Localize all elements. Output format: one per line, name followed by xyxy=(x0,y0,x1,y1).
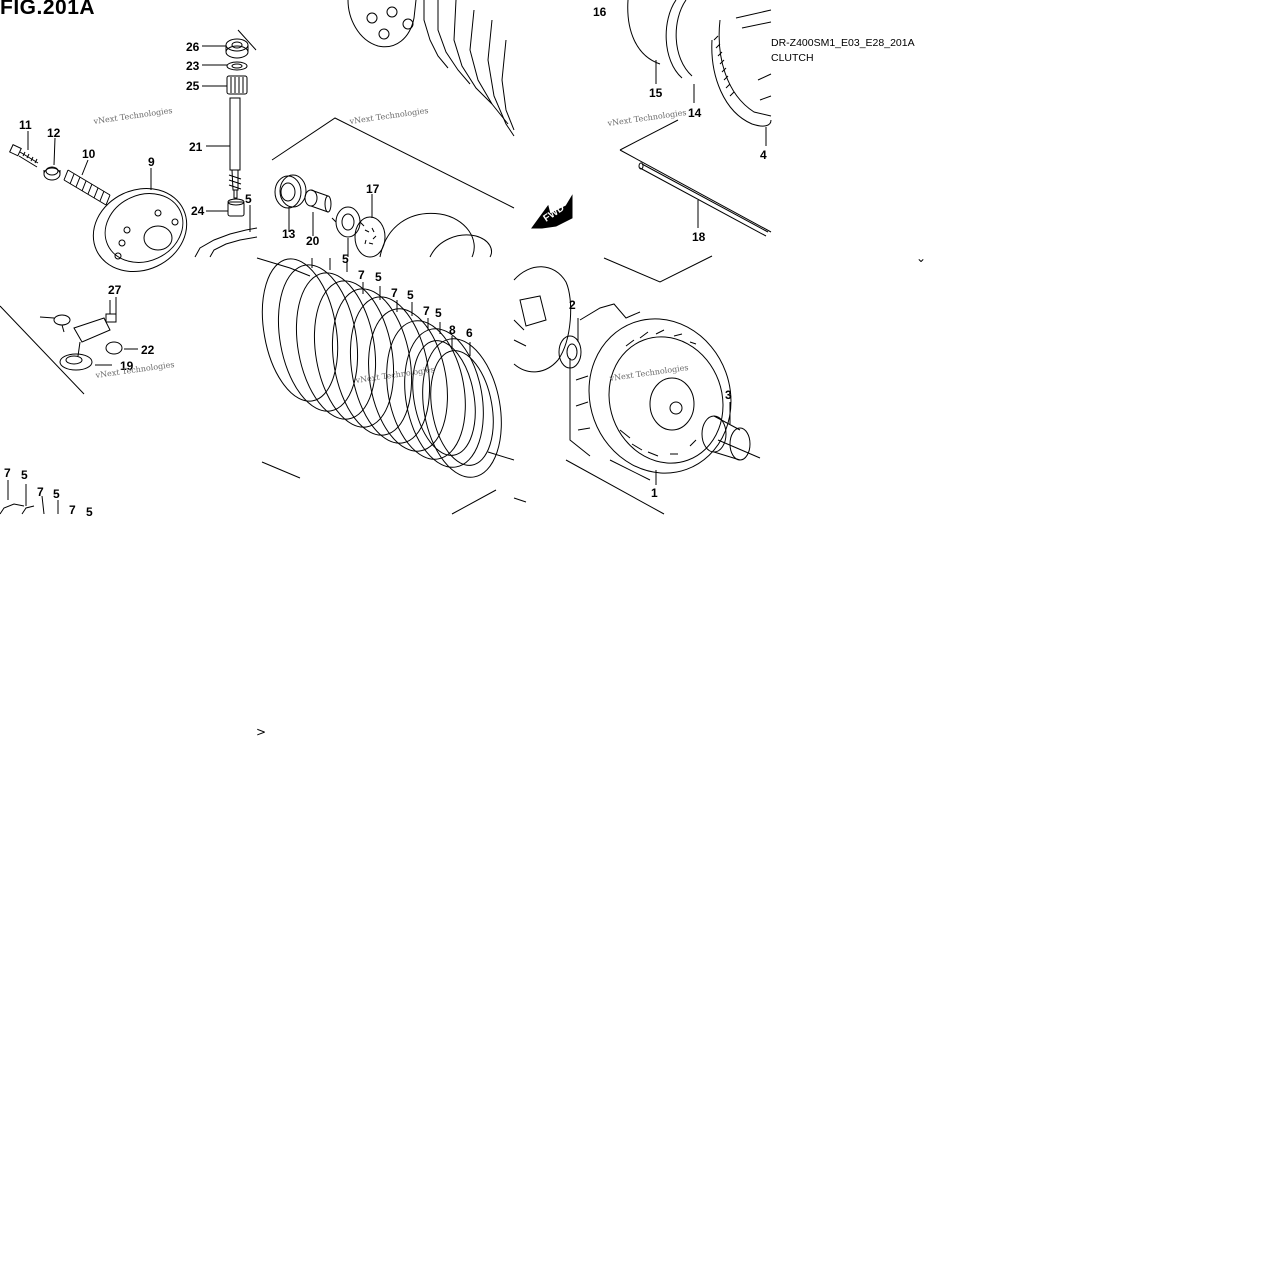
callout-5d: 5 xyxy=(86,505,93,519)
callout-4: 4 xyxy=(760,148,767,162)
o-ring-14 xyxy=(627,0,661,65)
primary-driven-gear-assembly-1 xyxy=(569,303,732,481)
callout-20: 21 xyxy=(189,140,203,154)
primary-driven-gear-4 xyxy=(711,9,772,127)
clutch-sleeve-hub-partial-2 xyxy=(513,266,572,373)
release-arm-21 xyxy=(73,317,123,357)
assembly-guide-line-2 xyxy=(603,119,772,283)
lock-washer-16 xyxy=(354,216,386,258)
callout-11: 12 xyxy=(47,126,61,140)
callout-24: 25 xyxy=(186,79,200,93)
callout-7g: 8 xyxy=(449,323,456,337)
callout-8: 9 xyxy=(148,155,155,169)
clutch-cover-tile xyxy=(271,0,515,258)
callout-17: 18 xyxy=(692,230,706,244)
pressure-plate-8 xyxy=(92,187,188,273)
section-name: CLUTCH xyxy=(771,52,814,64)
callout-15: 16 xyxy=(593,5,607,19)
washer-18 xyxy=(59,353,93,371)
o-ring-13 xyxy=(665,0,693,79)
bearing-12 xyxy=(274,174,307,209)
callout-26: 27 xyxy=(108,283,122,297)
figure-info: DR-Z400SM1_E03_E28_201A CLUTCH xyxy=(771,36,915,66)
callout-6: 6 xyxy=(466,326,473,340)
watermark: vNext Technologies xyxy=(92,106,173,126)
callout-7f: 7 xyxy=(423,304,430,318)
clutch-sleeve-hub-partial xyxy=(347,0,417,48)
callout-18: 19 xyxy=(120,359,134,373)
callout-23: 24 xyxy=(191,204,205,218)
assembly-guide-line-4 xyxy=(256,257,311,277)
needle-bearing-24 xyxy=(226,75,248,95)
callout-5a: 5 xyxy=(245,192,252,206)
callout-3: 3 xyxy=(725,388,732,402)
fwd-arrow xyxy=(531,194,573,229)
callout-7b: 7 xyxy=(37,485,44,499)
callout-7e: 7 xyxy=(391,286,398,300)
callout-22: 23 xyxy=(186,59,200,73)
release-arm-tile xyxy=(0,297,138,515)
clutch-plate-stack xyxy=(261,258,502,478)
nut-15 xyxy=(331,206,365,238)
bolt-washer-11 xyxy=(43,166,61,181)
callout-7a: 7 xyxy=(4,466,11,480)
callout-25: 26 xyxy=(186,40,200,54)
clutch-spring-9 xyxy=(63,169,111,206)
callout-7d: 7 xyxy=(358,268,365,282)
callout-10: 11 xyxy=(19,118,32,132)
primary-gear-tile xyxy=(531,0,772,283)
clutch-plates-partial-top xyxy=(423,0,515,137)
chevron-down-mark: ⌄ xyxy=(916,251,926,265)
bearing-25 xyxy=(225,29,257,59)
figure-title: FIG.201A xyxy=(0,0,96,19)
o-rings xyxy=(379,212,492,258)
callout-13: 14 xyxy=(688,106,702,120)
pressure-plate-tile xyxy=(9,29,258,273)
washer-22 xyxy=(226,61,248,71)
callout-5f: 5 xyxy=(375,270,382,284)
screw-27 xyxy=(53,314,71,333)
bolt-26 xyxy=(105,300,117,323)
push-piece-19 xyxy=(304,189,332,213)
callout-14: 15 xyxy=(649,86,663,100)
clutch-plates-tile xyxy=(256,257,527,515)
callout-21: 22 xyxy=(141,343,155,357)
assembly-guide-line xyxy=(271,117,515,209)
callout-7c: 7 xyxy=(69,503,76,517)
callout-9: 10 xyxy=(82,147,96,161)
callout-5c: 5 xyxy=(53,487,60,501)
clutch-plates-partial-left xyxy=(0,480,59,515)
callout-5b: 5 xyxy=(21,468,28,482)
watermark: vNext Technologies xyxy=(606,108,687,128)
push-rod-17 xyxy=(638,162,769,237)
callout-2: 2 xyxy=(569,298,576,312)
watermark: vNext Technologies xyxy=(348,106,429,126)
callout-5g: 5 xyxy=(407,288,414,302)
assembly-guide-line-3 xyxy=(0,305,85,395)
bearing-23 xyxy=(227,198,245,217)
watermark: vNext Technologies xyxy=(608,363,689,383)
callout-12: 13 xyxy=(282,227,296,241)
callout-5h: 5 xyxy=(435,306,442,320)
callouts: 26 23 25 21 24 5 11 12 10 9 13 20 17 16 … xyxy=(4,5,767,519)
clutch-housing-tile xyxy=(513,266,761,515)
release-shaft-20 xyxy=(228,97,242,199)
watermark: vNext Technologies xyxy=(94,360,175,380)
model-code: DR-Z400SM1_E03_E28_201A xyxy=(771,37,915,49)
callout-1: 1 xyxy=(651,486,658,500)
clutch-plate-edge xyxy=(194,227,258,258)
spacer-3 xyxy=(701,415,751,461)
callout-16: 17 xyxy=(366,182,380,196)
callout-5e: 5 xyxy=(342,252,349,266)
bolt-10 xyxy=(9,144,39,168)
chevron-right-mark: > xyxy=(256,725,266,739)
callout-19: 20 xyxy=(306,234,320,248)
